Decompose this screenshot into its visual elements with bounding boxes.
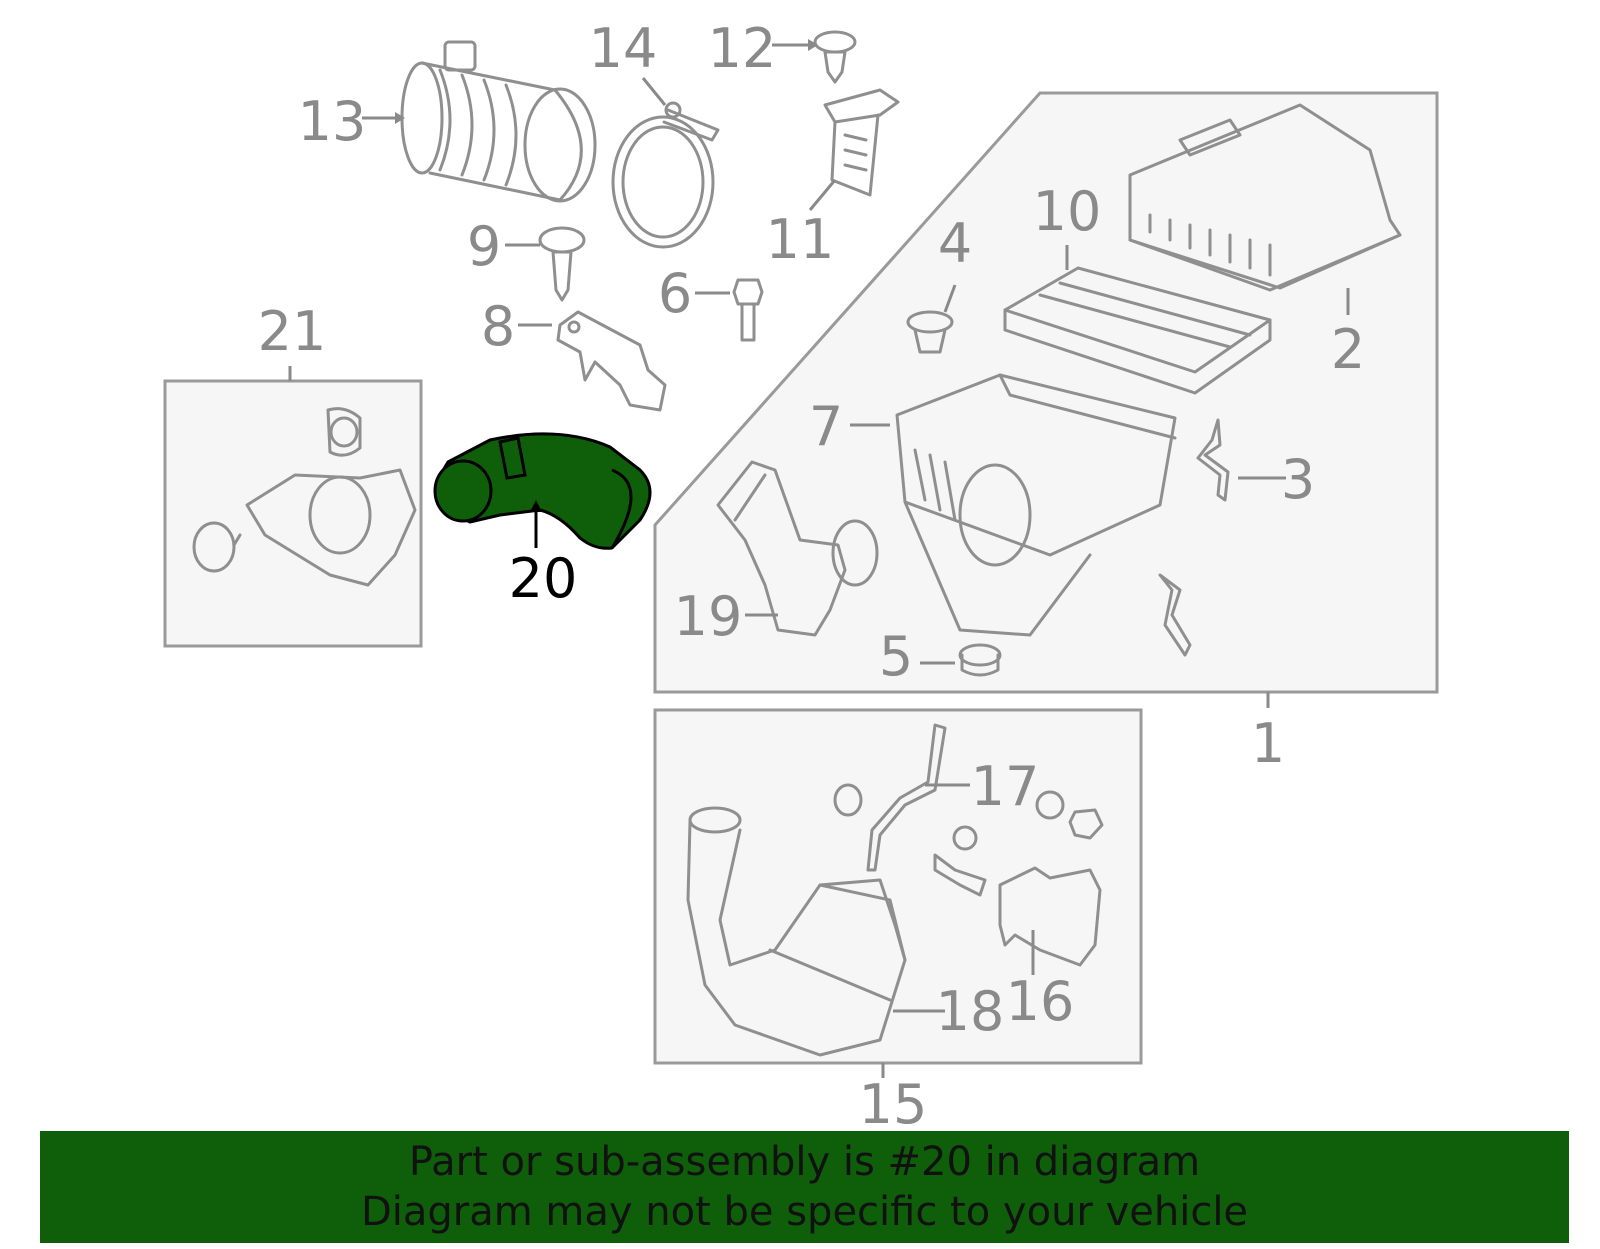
part-3-clip[interactable] (1196, 418, 1230, 502)
assembly-box-15 (653, 708, 1143, 1065)
callout-6: 6 (658, 262, 692, 325)
callout-7: 7 (809, 395, 843, 458)
part-19-duct[interactable] (716, 460, 879, 637)
callout-2: 2 (1331, 318, 1365, 381)
info-banner: Part or sub-assembly is #20 in diagram D… (40, 1131, 1569, 1243)
assembly-box-1 (653, 91, 1439, 694)
part-21-resonator[interactable] (192, 407, 417, 587)
part-10-filter[interactable] (1003, 266, 1272, 395)
callout-13: 13 (298, 90, 367, 153)
part-12-screw[interactable] (813, 30, 857, 84)
part-11-sensor[interactable] (823, 88, 900, 197)
clip-unlabeled (1158, 573, 1192, 657)
callout-4: 4 (938, 212, 972, 275)
part-6-bolt[interactable] (732, 278, 764, 342)
part-9-bolt[interactable] (538, 226, 586, 302)
callout-3: 3 (1281, 448, 1315, 511)
callout-15: 15 (859, 1073, 928, 1136)
banner-line-1: Part or sub-assembly is #20 in diagram (408, 1139, 1201, 1185)
part-7-airbox-lower[interactable] (895, 373, 1177, 637)
leader-lines (362, 39, 1350, 1013)
part-14-clamp[interactable] (611, 101, 720, 249)
callout-1: 1 (1251, 712, 1285, 775)
part-5-grommet[interactable] (958, 643, 1002, 677)
callout-9: 9 (467, 215, 501, 278)
callout-17: 17 (971, 755, 1040, 818)
part-17-bracket[interactable] (833, 723, 1104, 897)
part-16-bracket[interactable] (998, 866, 1102, 967)
assembly-box-21 (163, 379, 423, 648)
callout-11: 11 (766, 208, 835, 271)
part-13-intake-tube[interactable] (400, 40, 597, 203)
part-15-resonator-assembly[interactable] (686, 806, 907, 1057)
callout-5: 5 (879, 625, 913, 688)
callout-8: 8 (481, 295, 515, 358)
callout-21: 21 (258, 300, 327, 363)
part-4-grommet[interactable] (906, 310, 954, 354)
callout-18: 18 (936, 980, 1005, 1043)
part-20-intake-hose[interactable] (433, 432, 652, 550)
part-2-airbox-cover[interactable] (1128, 103, 1402, 292)
callout-19: 19 (674, 585, 743, 648)
callout-12: 12 (708, 17, 777, 80)
callout-14: 14 (589, 17, 658, 80)
callout-20: 20 (509, 547, 578, 610)
callout-10: 10 (1033, 180, 1102, 243)
callout-16: 16 (1006, 970, 1075, 1033)
banner-line-2: Diagram may not be specific to your vehi… (360, 1189, 1249, 1235)
part-8-bracket[interactable] (556, 310, 667, 412)
